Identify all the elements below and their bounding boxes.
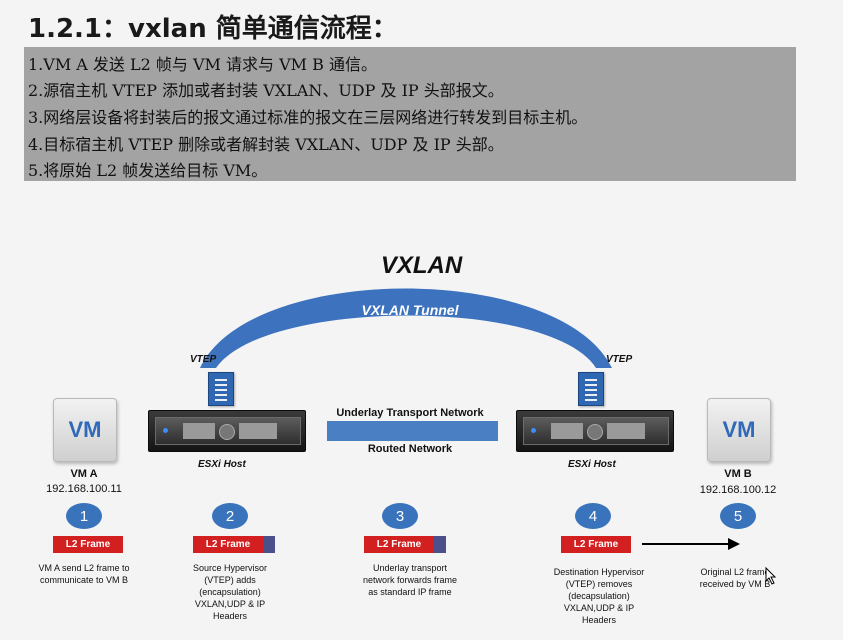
vtep-label-right: VTEP xyxy=(606,354,632,365)
l2-frame-1-label: L2 Frame xyxy=(53,536,123,553)
vtep-left-icon xyxy=(208,372,234,406)
vm-a-badge: VM xyxy=(69,417,102,443)
underlay-network-band xyxy=(327,421,498,441)
tunnel-shape xyxy=(200,289,612,369)
step-1-circle: 1 xyxy=(66,503,102,529)
encap-header xyxy=(263,536,275,553)
step-3-desc: Underlay transport network forwards fram… xyxy=(340,562,480,598)
arrow-right-icon xyxy=(640,533,744,555)
vm-b-badge: VM xyxy=(723,417,756,443)
move-cursor-icon xyxy=(764,566,780,586)
step-4-desc: Destination Hypervisor (VTEP) removes (d… xyxy=(535,566,663,626)
l2-frame-2-label: L2 Frame xyxy=(193,536,263,553)
underlay-label: Underlay Transport Network xyxy=(300,407,520,419)
l2-frame-4: L2 Frame xyxy=(561,536,631,553)
vtep-label-left: VTEP xyxy=(190,354,216,365)
l2-frame-3: L2 Frame xyxy=(364,536,446,553)
vm-b-ip: 192.168.100.12 xyxy=(688,484,788,496)
vm-a-name: VM A xyxy=(34,468,134,480)
step-1-desc: VM A send L2 frame to communicate to VM … xyxy=(18,562,150,586)
l2-frame-3-label: L2 Frame xyxy=(364,536,434,553)
l2-frame-4-label: L2 Frame xyxy=(561,536,631,553)
encap-header xyxy=(434,536,446,553)
esxi-host-right-label: ESXi Host xyxy=(568,459,616,470)
vm-b-name: VM B xyxy=(688,468,788,480)
vm-a-icon: VM xyxy=(53,398,117,462)
step-4-circle: 4 xyxy=(575,503,611,529)
vm-b-icon: VM xyxy=(707,398,771,462)
step-3-circle: 3 xyxy=(382,503,418,529)
step-2-desc: Source Hypervisor (VTEP) adds (encapsula… xyxy=(168,562,292,622)
l2-frame-2: L2 Frame xyxy=(193,536,275,553)
tunnel-label: VXLAN Tunnel xyxy=(330,302,490,318)
esxi-host-left-icon xyxy=(148,410,306,452)
step-2-circle: 2 xyxy=(212,503,248,529)
l2-frame-1: L2 Frame xyxy=(53,536,123,553)
vtep-right-icon xyxy=(578,372,604,406)
step-5-circle: 5 xyxy=(720,503,756,529)
esxi-host-right-icon xyxy=(516,410,674,452)
vm-a-ip: 192.168.100.11 xyxy=(34,483,134,495)
esxi-host-left-label: ESXi Host xyxy=(198,459,246,470)
routed-network-label: Routed Network xyxy=(300,443,520,455)
